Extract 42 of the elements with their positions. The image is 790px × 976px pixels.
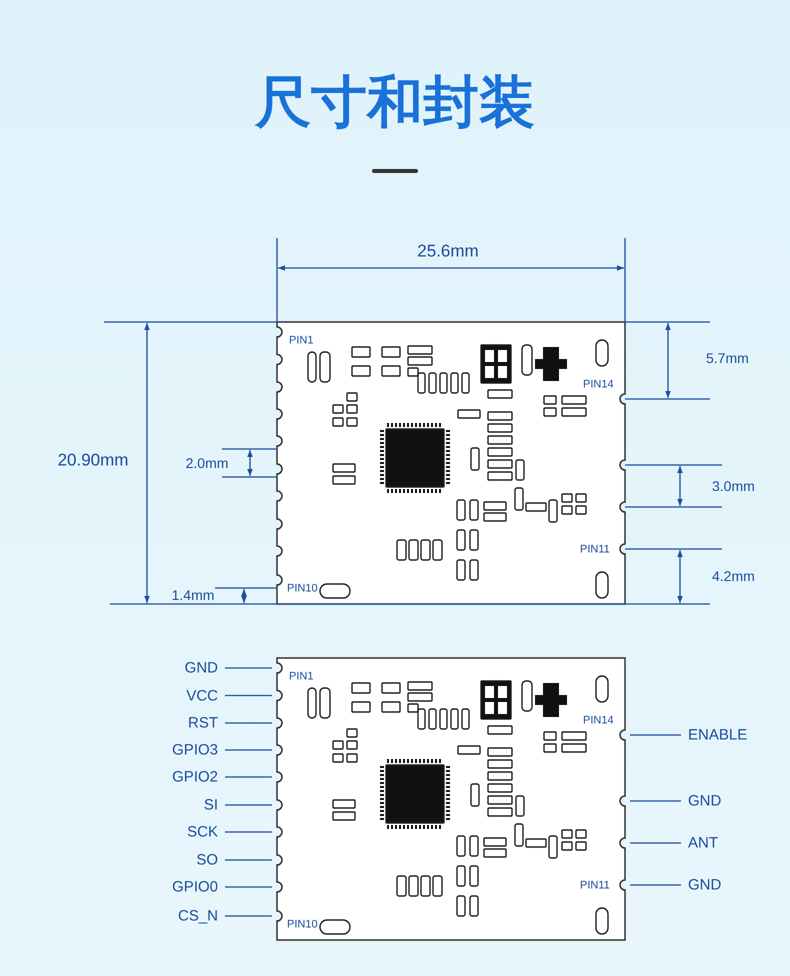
dimension-label: 20.90mm [58, 452, 128, 468]
pin-label: ENABLE [688, 728, 748, 742]
title: 尺寸和封装 [255, 75, 535, 131]
pin-number: PIN14 [583, 716, 614, 726]
pin-number: PIN10 [287, 920, 318, 930]
dimension-label: 1.4mm [172, 588, 214, 602]
pin-label: SI [204, 798, 218, 812]
pin-label: RST [188, 716, 218, 730]
dimension-label: 25.6mm [417, 242, 479, 260]
dimension-label: 2.0mm [186, 456, 228, 470]
pin-number: PIN11 [580, 544, 610, 556]
leader-line [225, 886, 272, 888]
leader-line [225, 776, 272, 778]
pin-label: GND [184, 660, 218, 676]
dimension-label: 3.0mm [712, 479, 755, 493]
pin-number: PIN14 [583, 380, 614, 390]
pin-label: SCK [187, 824, 218, 840]
leader-line [225, 694, 272, 696]
dimension-label: 5.7mm [706, 351, 749, 365]
pin-number: PIN1 [289, 672, 314, 682]
dimension-label: 4.2mm [712, 569, 755, 583]
pin-label: GPIO2 [172, 770, 218, 784]
pin-number: PIN11 [580, 880, 610, 892]
pin-number: PIN1 [289, 336, 314, 346]
circuit-board-drawing [276, 657, 626, 941]
pin-label: GND [688, 878, 722, 892]
leader-line [630, 842, 681, 844]
pin-number: PIN10 [287, 584, 318, 594]
pin-label: ANT [688, 836, 718, 850]
pin-label: SO [196, 852, 218, 868]
pin-label: CS_N [178, 908, 218, 924]
leader-line [225, 859, 272, 861]
leader-line [225, 722, 272, 724]
pin-label: GPIO0 [172, 880, 218, 894]
pin-label: GND [688, 794, 722, 808]
leader-line [630, 800, 681, 802]
leader-line [630, 734, 681, 736]
pin-label: VCC [186, 688, 218, 703]
leader-line [225, 915, 272, 917]
pin-label: GPIO3 [172, 742, 218, 758]
leader-line [630, 884, 681, 886]
leader-line [225, 804, 272, 806]
